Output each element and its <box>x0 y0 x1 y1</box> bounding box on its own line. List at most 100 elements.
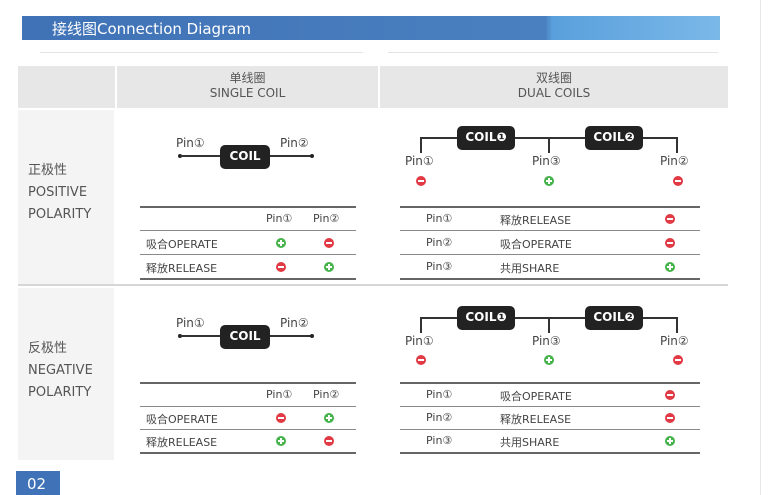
neg-dual-drop-pin2 <box>676 317 678 333</box>
pos-single-pin2-dot <box>310 154 314 158</box>
neg-dual-row3-label: 共用SHARE <box>500 436 560 449</box>
neg-single-pin2-dot <box>310 334 314 338</box>
header-single-zh: 单线圈 <box>229 71 266 85</box>
neg-dual-coil1-box: COIL❶ <box>457 306 515 330</box>
pos-single-row-line <box>140 230 356 231</box>
neg-dual-table-bottom <box>400 452 700 454</box>
neg-dual-pin1-label: Pin① <box>405 334 434 348</box>
pos-dual-row3-label: 共用SHARE <box>500 262 560 275</box>
minus-icon <box>665 238 675 248</box>
plus-icon <box>276 436 286 446</box>
minus-icon <box>324 436 334 446</box>
pos-single-row2-label: 释放RELEASE <box>146 262 218 275</box>
pos-single-row1-label: 吸合OPERATE <box>146 238 218 251</box>
neg-dual-row-line <box>400 406 700 407</box>
neg-single-col-pin2: Pin② <box>313 388 340 401</box>
neg-dual-pin2-label: Pin② <box>660 334 689 348</box>
plus-icon <box>665 262 675 272</box>
neg-dual-coil2-box: COIL❷ <box>585 306 643 330</box>
minus-icon <box>416 355 426 365</box>
plus-icon <box>544 355 554 365</box>
pos-single-wire-left <box>180 155 222 157</box>
plus-icon <box>324 262 334 272</box>
pos-single-col-pin1: Pin① <box>266 212 293 225</box>
section-separator <box>18 284 728 286</box>
pos-dual-drop-pin2 <box>676 137 678 153</box>
pos-dual-pin2-label: Pin② <box>660 154 689 168</box>
neg-single-row1-label: 吸合OPERATE <box>146 413 218 426</box>
header-dual-en: DUAL COILS <box>517 86 591 100</box>
header-dual-zh: 双线圈 <box>535 71 572 85</box>
pos-dual-table-top <box>400 206 700 208</box>
minus-icon <box>673 355 683 365</box>
page-number-badge: 02 <box>16 471 60 495</box>
section-title: 接线图Connection Diagram <box>52 20 252 38</box>
neg-single-table-top <box>140 382 356 384</box>
header-empty-cell <box>18 66 114 108</box>
pos-dual-row-line <box>400 230 700 231</box>
neg-dual-row1-pin: Pin① <box>426 388 453 401</box>
neg-dual-row1-label: 吸合OPERATE <box>500 390 572 403</box>
positive-label-en1: POSITIVE <box>28 185 88 200</box>
neg-single-wire-left <box>180 335 222 337</box>
positive-label-cell: 正极性 POSITIVE POLARITY <box>18 110 114 284</box>
pos-dual-pin1-label: Pin① <box>405 154 434 168</box>
header-single-coil: 单线圈 SINGLE COIL <box>115 66 378 108</box>
negative-label-en2: POLARITY <box>28 385 92 400</box>
negative-label-zh: 反极性 <box>28 341 68 356</box>
pos-dual-coil2-box: COIL❷ <box>585 126 643 150</box>
pos-dual-coil1-box: COIL❶ <box>457 126 515 150</box>
neg-single-col-pin1: Pin① <box>266 388 293 401</box>
pos-single-pin1-label: Pin① <box>176 136 205 150</box>
pos-dual-row2-label: 吸合OPERATE <box>500 238 572 251</box>
neg-single-row-line <box>140 406 356 407</box>
plus-icon <box>324 413 334 423</box>
positive-label-en2: POLARITY <box>28 207 92 222</box>
pos-single-pin2-label: Pin② <box>280 136 309 150</box>
pos-dual-row1-label: 释放RELEASE <box>500 214 572 227</box>
minus-icon <box>276 413 286 423</box>
pos-dual-row1-pin: Pin① <box>426 212 453 225</box>
header-divider-right <box>388 52 718 53</box>
page-number: 02 <box>27 475 47 493</box>
minus-icon <box>276 262 286 272</box>
section-title-bar: 接线图Connection Diagram <box>22 16 720 40</box>
positive-label-zh: 正极性 <box>28 163 68 178</box>
pos-dual-pin3-label: Pin③ <box>532 154 561 168</box>
pos-single-table-top <box>140 206 356 208</box>
pos-dual-drop-pin1 <box>420 137 422 153</box>
neg-single-pin2-label: Pin② <box>280 316 309 330</box>
neg-single-table-bottom <box>140 452 356 454</box>
neg-dual-row-line <box>400 429 700 430</box>
header-dual-coils: 双线圈 DUAL COILS <box>378 66 728 108</box>
pos-single-coil-box: COIL <box>220 145 270 169</box>
pos-dual-row-line <box>400 254 700 255</box>
neg-dual-row2-pin: Pin② <box>426 411 453 424</box>
pos-single-col-pin2: Pin② <box>313 212 340 225</box>
pos-dual-drop-pin3 <box>548 137 550 153</box>
minus-icon <box>665 390 675 400</box>
neg-single-pin1-label: Pin① <box>176 316 205 330</box>
neg-dual-row3-pin: Pin③ <box>426 434 453 447</box>
pos-single-wire-right <box>270 155 312 157</box>
plus-icon <box>276 238 286 248</box>
pos-dual-table-bottom <box>400 278 700 280</box>
neg-single-wire-right <box>270 335 312 337</box>
plus-icon <box>665 436 675 446</box>
pos-single-row-line <box>140 254 356 255</box>
neg-dual-drop-pin3 <box>548 317 550 333</box>
table-header-row: 单线圈 SINGLE COIL 双线圈 DUAL COILS <box>18 66 728 108</box>
header-divider-left <box>40 52 363 53</box>
neg-single-coil-box: COIL <box>220 325 270 349</box>
neg-dual-table-top <box>400 382 700 384</box>
pos-single-table-bottom <box>140 278 356 280</box>
minus-icon <box>416 176 426 186</box>
page-right-border <box>760 0 761 495</box>
header-single-en: SINGLE COIL <box>209 86 286 100</box>
minus-icon <box>673 176 683 186</box>
plus-icon <box>544 176 554 186</box>
minus-icon <box>324 238 334 248</box>
neg-single-row2-label: 释放RELEASE <box>146 436 218 449</box>
neg-dual-pin3-label: Pin③ <box>532 334 561 348</box>
neg-single-row-line <box>140 429 356 430</box>
